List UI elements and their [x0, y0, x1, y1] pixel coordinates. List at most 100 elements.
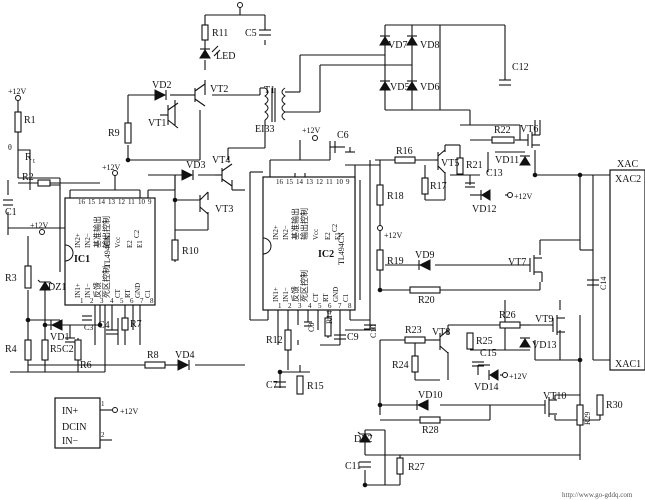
diode-vd11: [519, 156, 531, 166]
diode-vd8: [406, 36, 418, 46]
resistor-r5: [41, 339, 49, 361]
label-c5: C5: [245, 28, 257, 39]
ic2-pin-2: 2: [288, 302, 292, 310]
label-vt5: VT5: [441, 158, 459, 169]
terminal-v12-a: [15, 95, 21, 101]
resistor-r2: [37, 179, 51, 187]
label-vt7: VT7: [508, 257, 526, 268]
ic2-pin-7: 7: [338, 302, 342, 310]
label-vd14: VD14: [474, 382, 498, 393]
v12-label-a: +12V: [8, 87, 27, 96]
label-r6: R6: [80, 360, 92, 371]
label-vt6: VT6: [520, 124, 538, 135]
diode-vd7: [379, 36, 391, 46]
ic2-label-in2n: IN2−: [282, 225, 290, 240]
label-dcin-inplus: IN+: [62, 406, 79, 417]
ic2-label-fb: 反馈: [290, 286, 300, 302]
label-vd6: VD6: [420, 82, 439, 93]
ic2-notch: [262, 237, 272, 255]
ic1-pin-13: 13: [108, 198, 116, 206]
resistor-r28: [419, 416, 441, 424]
output-connector: [609, 169, 645, 371]
ic1-label-c1: C1: [144, 289, 152, 298]
ic2-pin-14: 14: [296, 178, 304, 186]
resistor-r14: [324, 317, 332, 337]
label-r11: R11: [212, 28, 228, 39]
ic1-pin-12: 12: [118, 198, 126, 206]
ic1-label-e2: E2: [126, 240, 134, 248]
ic2-part-number: TL494CN: [337, 232, 346, 265]
label-r3: R3: [5, 273, 17, 284]
resistor-r23: [404, 336, 426, 344]
label-vd9: VD9: [415, 250, 434, 261]
v12-label-g: +12V: [509, 372, 528, 381]
thermistor-subscript: t: [33, 157, 35, 165]
ic2-pin-4: 4: [308, 302, 312, 310]
resistor-r10: [171, 239, 179, 261]
resistor-r21: [456, 157, 464, 175]
label-r22: R22: [494, 125, 511, 136]
ic1-part-number: TL494CN: [103, 235, 112, 268]
zener-dz2: [359, 433, 371, 443]
ic2-pin-10: 10: [336, 178, 344, 186]
label-xac: XAC: [617, 159, 638, 170]
label-r10: R10: [182, 246, 199, 257]
label-vt2: VT2: [210, 84, 228, 95]
resistor-r30: [596, 394, 604, 416]
ic1-body: [64, 197, 156, 306]
thermistor-theta: θ: [8, 143, 12, 152]
label-c7: C7: [266, 380, 278, 391]
resistor-r20: [409, 286, 441, 294]
label-r12: R12: [266, 335, 283, 346]
resistor-r15: [296, 375, 304, 395]
label-c10: C10: [369, 325, 378, 338]
label-c2: C2: [62, 344, 74, 355]
label-r16: R16: [396, 146, 413, 157]
resistor-r24: [411, 355, 419, 373]
label-vd7: VD7: [388, 40, 407, 51]
label-r20: R20: [418, 295, 435, 306]
label-c8: C8: [307, 323, 316, 332]
resistor-r4: [24, 339, 32, 361]
resistor-r25: [466, 332, 474, 350]
resistor-r8: [144, 361, 166, 369]
label-r26: R26: [499, 310, 516, 321]
label-r27: R27: [408, 462, 425, 473]
terminal-v12-f: [507, 192, 513, 198]
dcin-connector: [54, 397, 101, 449]
label-t1-part: EI33: [255, 124, 274, 135]
ic1-label-gnd: GND: [134, 283, 142, 298]
ic2-pin-1: 1: [278, 302, 282, 310]
terminal-v12-b: [39, 229, 45, 235]
ic2-label-ref: 基准输出: [290, 208, 300, 240]
label-vd8: VD8: [420, 40, 439, 51]
label-r30: R30: [606, 400, 623, 411]
ic1-pin-1: 1: [80, 297, 84, 305]
ic2-label-gnd: GND: [332, 287, 340, 302]
ic2-label-ct: CT: [312, 292, 320, 302]
label-r2: R2: [22, 172, 34, 183]
label-vd12: VD12: [472, 204, 496, 215]
label-vd2: VD2: [152, 80, 171, 91]
resistor-r22: [491, 136, 515, 144]
label-r28: R28: [422, 425, 439, 436]
zener-dz1: [39, 281, 51, 291]
resistor-r1: [14, 111, 22, 133]
resistors: [14, 24, 604, 475]
ic1: 16 15 14 13 12 11 10 9 1 2 3 4 5 6 7 8 I…: [64, 197, 156, 306]
ic1-label-fb: 反馈: [92, 282, 102, 298]
dcin-block: [54, 397, 118, 449]
label-r17: R17: [430, 181, 447, 192]
ic2-label-e1: E1: [334, 232, 342, 240]
label-r9: R9: [108, 128, 120, 139]
supply-terminals: [7, 2, 583, 488]
ic1-pin-15: 15: [88, 198, 96, 206]
label-r21: R21: [466, 160, 483, 171]
ic1-pin-3: 3: [100, 297, 104, 305]
ic1-pin-6: 6: [130, 297, 134, 305]
thermistor-label: R: [25, 152, 32, 163]
label-r19: R19: [387, 256, 404, 267]
ic2-label-c2: C2: [331, 223, 339, 232]
diode-vd3: [181, 169, 194, 181]
label-c13: C13: [486, 168, 503, 179]
